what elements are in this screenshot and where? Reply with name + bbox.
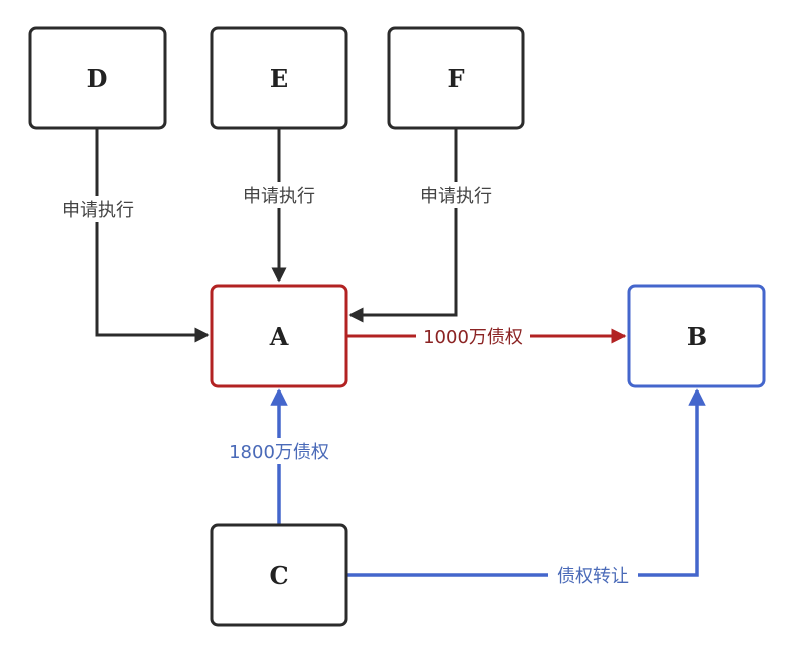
node-e: E [210,26,348,130]
edge-label-e-to-a: 申请执行 [243,186,315,207]
node-label-c: C [269,561,288,590]
edge-label-f-to-a: 申请执行 [420,186,492,207]
edge-c-to-a: 1800万债权 [222,388,336,524]
edge-label-c-to-b: 债权转让 [557,566,629,587]
edge-label-d-to-a: 申请执行 [62,200,134,221]
edge-label-c-to-a: 1800万债权 [229,442,329,463]
node-d: D [28,26,167,130]
node-a: A [210,284,348,388]
node-label-e: E [270,64,288,93]
edge-c-to-b: 债权转让 [346,388,706,588]
node-label-f: F [447,64,464,93]
edge-label-a-to-b: 1000万债权 [423,327,523,348]
node-c: C [210,523,348,627]
node-label-d: D [87,64,108,93]
edge-a-to-b: 1000万债权 [346,323,627,349]
node-label-a: A [269,322,289,351]
edge-f-to-a: 申请执行 [348,129,502,323]
node-f: F [387,26,525,130]
node-label-b: B [687,322,707,351]
edge-d-to-a: 申请执行 [52,129,210,343]
edge-e-to-a: 申请执行 [233,129,325,283]
node-b: B [627,284,766,388]
